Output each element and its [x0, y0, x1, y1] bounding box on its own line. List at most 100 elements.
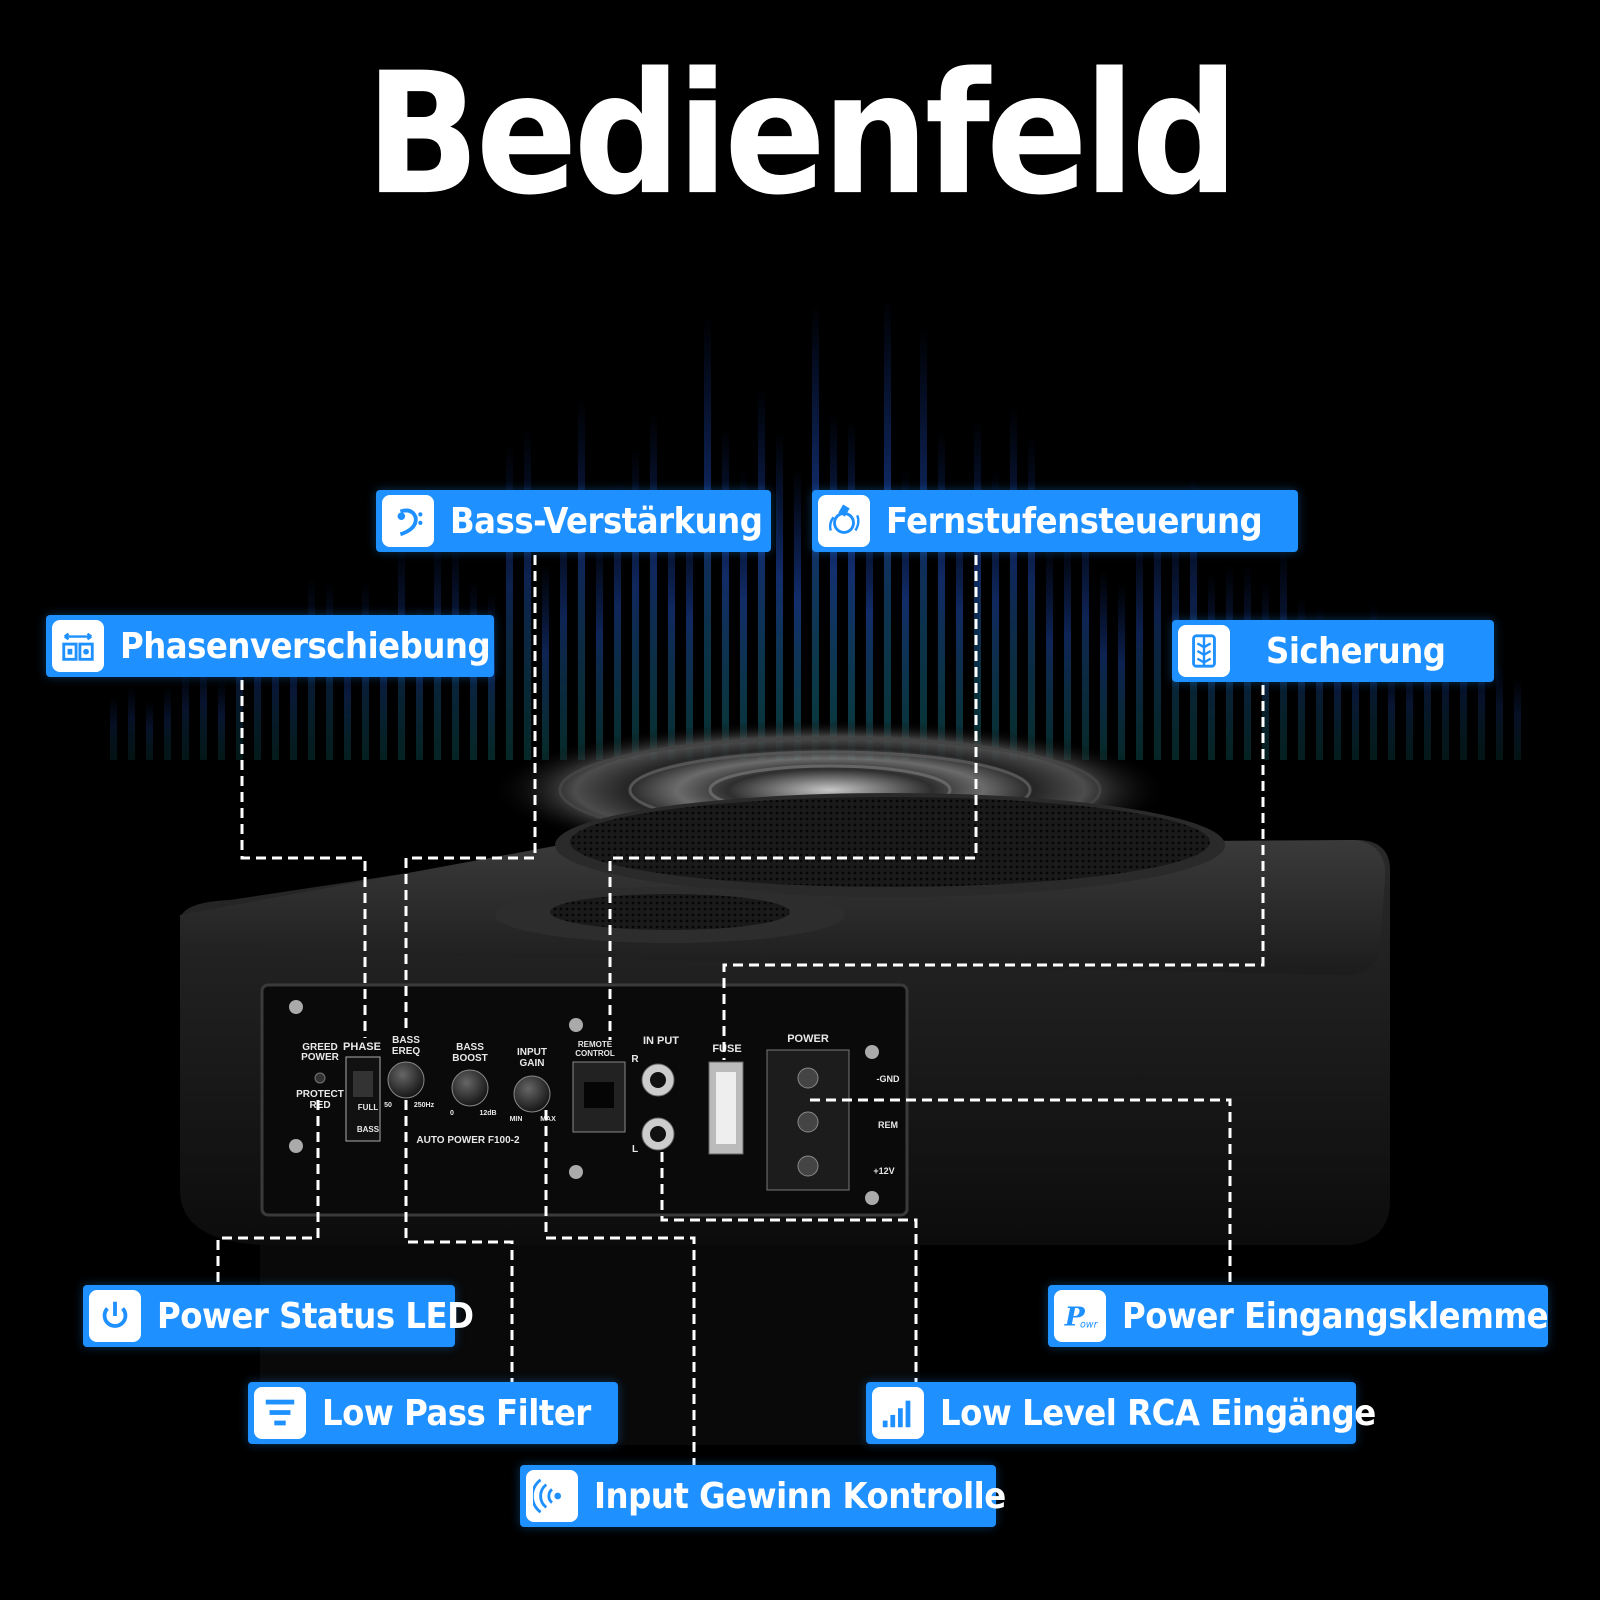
signal-bars-icon: [872, 1387, 924, 1439]
equalizer-bar: [1460, 634, 1467, 760]
bass-clef-icon: [382, 495, 434, 547]
equalizer-bar: [1334, 630, 1341, 760]
phase-full-label: FULL: [358, 1103, 379, 1112]
remote-label-1: REMOTE: [578, 1040, 613, 1049]
power-icon: [89, 1290, 141, 1342]
bass-ereq-knob[interactable]: [387, 1061, 425, 1099]
boost-min-label: 0: [450, 1110, 454, 1117]
equalizer-bar: [1316, 604, 1323, 760]
equalizer-bar: [1082, 499, 1089, 760]
callout-rca: Low Level RCA Eingänge: [866, 1382, 1376, 1444]
phase-bass-label: BASS: [357, 1125, 380, 1134]
equalizer-bar: [830, 412, 837, 760]
power-led: [314, 1072, 326, 1084]
equalizer-bar: [740, 469, 747, 760]
callout-bass-boost: Bass-Verstärkung: [376, 490, 771, 552]
equalizer-bar: [218, 678, 225, 760]
equalizer-bar: [614, 480, 621, 760]
phase-shift-icon: [52, 620, 104, 672]
equalizer-bar: [200, 655, 207, 760]
equalizer-bar: [956, 490, 963, 760]
gain-min-label: MIN: [510, 1116, 523, 1123]
power-led-label: POWER: [301, 1052, 340, 1063]
rca-r-label: R: [631, 1054, 639, 1065]
equalizer-bar: [758, 387, 765, 760]
equalizer-bar: [866, 494, 873, 760]
equalizer-bar: [1514, 677, 1521, 760]
equalizer-bar: [1442, 631, 1449, 760]
equalizer-bar: [1352, 640, 1359, 760]
equalizer-bar: [794, 469, 801, 760]
ereq-max-label: 250Hz: [414, 1102, 435, 1109]
fuse-icon: [1178, 625, 1230, 677]
gain-max-label: MAX: [540, 1116, 556, 1123]
input-gain-label-2: GAIN: [520, 1058, 545, 1069]
equalizer-bar: [992, 469, 999, 760]
input-gain-knob[interactable]: [513, 1075, 551, 1113]
rca-l-label: L: [632, 1144, 638, 1155]
bass-boost-knob[interactable]: [451, 1069, 489, 1107]
gain-wave-icon: [526, 1470, 578, 1522]
power-label: POWER: [787, 1033, 829, 1045]
callout-label: Low Level RCA Eingänge: [940, 1392, 1376, 1434]
equalizer-bar: [1046, 543, 1053, 760]
equalizer-bar: [380, 605, 387, 760]
equalizer-bar: [344, 637, 351, 760]
equalizer-bar: [1064, 533, 1071, 760]
equalizer-bar: [938, 430, 945, 760]
boost-max-label: 12dB: [479, 1110, 496, 1117]
equalizer-bar: [524, 426, 531, 760]
equalizer-bar: [560, 499, 567, 760]
gnd-label: -GND: [877, 1074, 900, 1084]
equalizer-bar: [1424, 628, 1431, 760]
equalizer-bar: [632, 446, 639, 760]
equalizer-bar: [128, 685, 135, 760]
callout-phase: Phasenverschiebung: [46, 615, 494, 677]
model-label: AUTO POWER F100-2: [416, 1135, 520, 1146]
callout-label: Low Pass Filter: [322, 1392, 591, 1434]
callout-label: Power Status LED: [157, 1295, 474, 1337]
callout-fuse: Sicherung: [1172, 620, 1494, 682]
equalizer-bar: [1496, 662, 1503, 760]
equalizer-bar: [290, 634, 297, 760]
fuse-label: FUSE: [712, 1043, 741, 1055]
input-gain-label-1: INPUT: [517, 1047, 547, 1058]
callout-label: Bass-Verstärkung: [450, 500, 763, 542]
equalizer-bar: [578, 396, 585, 760]
equalizer-bar: [902, 469, 909, 760]
filter-icon: [254, 1387, 306, 1439]
callout-power-led: Power Status LED: [83, 1285, 474, 1347]
equalizer-bar: [668, 486, 675, 760]
bass-boost-label-1: BASS: [456, 1042, 484, 1053]
bass-ereq-label-2: EREQ: [392, 1046, 421, 1057]
equalizer-bar: [272, 630, 279, 760]
equalizer-bar: [164, 687, 171, 760]
equalizer-bar: [110, 697, 117, 760]
equalizer-bar: [722, 427, 729, 760]
callout-label: Power Eingangsklemme: [1122, 1295, 1549, 1337]
equalizer-bar: [416, 602, 423, 760]
equalizer-bar: [1028, 435, 1035, 760]
callout-label: Input Gewinn Kontrolle: [594, 1475, 1006, 1517]
callout-input-gain: Input Gewinn Kontrolle: [520, 1465, 1006, 1527]
equalizer-bar: [1136, 529, 1143, 760]
equalizer-bar: [254, 622, 261, 760]
remote-label-2: CONTROL: [575, 1049, 615, 1058]
leader-lines: [216, 555, 1265, 1465]
callout-remote: Fernstufensteuerung: [812, 490, 1298, 552]
equalizer-bar: [1100, 570, 1107, 760]
equalizer-bar: [686, 503, 693, 760]
equalizer-bar: [488, 593, 495, 760]
equalizer-bar: [596, 532, 603, 760]
callout-label: Fernstufensteuerung: [886, 500, 1263, 542]
page-title: Bedienfeld: [365, 37, 1238, 233]
callout-label: Phasenverschiebung: [120, 625, 491, 667]
remote-dial-icon: [818, 495, 870, 547]
equalizer-bar: [1118, 583, 1125, 760]
bass-ereq-label-1: BASS: [392, 1035, 420, 1046]
ereq-min-label: 50: [384, 1102, 392, 1109]
input-label: IN PUT: [643, 1035, 679, 1047]
